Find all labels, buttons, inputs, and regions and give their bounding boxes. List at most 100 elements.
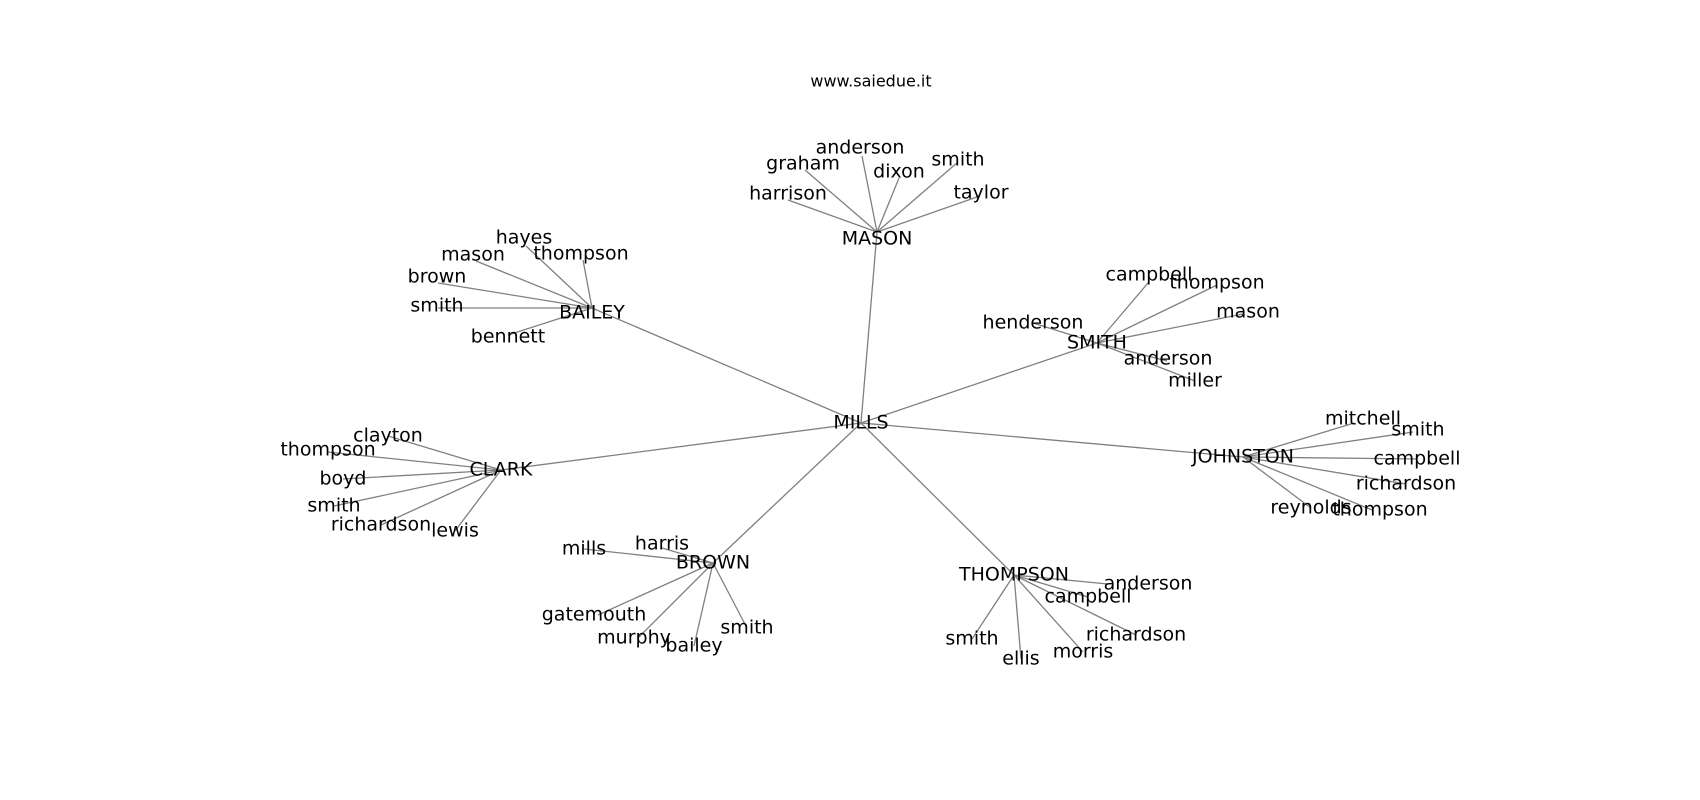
leaf-node-label: gatemouth bbox=[542, 604, 647, 626]
hub-to-leaf-edge bbox=[876, 196, 978, 233]
hub-node-label: BROWN bbox=[676, 552, 750, 574]
hub-to-leaf-edge bbox=[582, 259, 593, 309]
leaf-node-label: bailey bbox=[665, 635, 722, 657]
leaf-node-label: richardson bbox=[1086, 624, 1186, 646]
leaf-node-label: harrison bbox=[749, 183, 827, 205]
leaf-node-label: thompson bbox=[533, 243, 628, 265]
hub-to-leaf-edge bbox=[507, 307, 593, 336]
hub-node-label: SMITH bbox=[1067, 332, 1127, 354]
hub-to-leaf-edge bbox=[1013, 574, 1022, 660]
hub-to-leaf-edge bbox=[342, 469, 502, 480]
graph-edges bbox=[327, 155, 1418, 660]
hub-to-leaf-edge bbox=[1242, 422, 1355, 458]
leaf-node-label: anderson bbox=[1104, 573, 1193, 595]
leaf-node-label: smith bbox=[945, 628, 998, 650]
leaf-node-label: morris bbox=[1053, 641, 1114, 663]
hub-to-leaf-edge bbox=[327, 451, 502, 471]
hub-to-leaf-edge bbox=[525, 245, 593, 309]
leaf-node-label: taylor bbox=[953, 182, 1008, 204]
leaf-node-label: lewis bbox=[431, 520, 479, 542]
leaf-node-label: smith bbox=[931, 149, 984, 171]
hub-to-leaf-edge bbox=[861, 155, 878, 233]
root-to-hub-edge bbox=[860, 342, 1098, 424]
leaf-node-label: harris bbox=[635, 533, 689, 555]
leaf-node-label: thompson bbox=[1169, 272, 1264, 294]
hub-to-leaf-edge bbox=[971, 574, 1015, 640]
hub-to-leaf-edge bbox=[712, 562, 748, 629]
hub-to-leaf-edge bbox=[583, 548, 714, 564]
leaf-node-label: hayes bbox=[496, 227, 553, 249]
hub-node-label: MASON bbox=[842, 228, 913, 250]
root-node-label: MILLS bbox=[833, 412, 888, 434]
hub-to-leaf-edge bbox=[1096, 342, 1168, 362]
leaf-node-label: richardson bbox=[331, 514, 431, 536]
leaf-node-label: campbell bbox=[1374, 448, 1461, 470]
leaf-node-label: smith bbox=[307, 495, 360, 517]
hub-to-leaf-edge bbox=[1242, 456, 1312, 509]
hub-to-leaf-edge bbox=[380, 469, 502, 526]
hub-to-leaf-edge bbox=[1096, 282, 1149, 344]
leaf-node-label: campbell bbox=[1106, 264, 1193, 286]
hub-to-leaf-edge bbox=[454, 469, 502, 532]
root-to-hub-edge bbox=[860, 422, 1244, 458]
leaf-node-label: graham bbox=[766, 153, 840, 175]
leaf-node-label: campbell bbox=[1045, 586, 1132, 608]
hub-to-leaf-edge bbox=[1096, 342, 1196, 382]
hub-node-label: JOHNSTON bbox=[1191, 446, 1294, 468]
hub-to-leaf-edge bbox=[1096, 284, 1218, 344]
leaf-node-label: henderson bbox=[983, 312, 1084, 334]
hub-node-label: THOMPSON bbox=[958, 564, 1069, 586]
leaf-node-label: richardson bbox=[1356, 473, 1456, 495]
hub-to-leaf-edge bbox=[876, 177, 900, 233]
hub-to-leaf-edge bbox=[1242, 456, 1407, 485]
root-to-hub-edge bbox=[860, 231, 878, 424]
leaf-node-label: bennett bbox=[471, 326, 545, 348]
hub-to-leaf-edge bbox=[787, 199, 878, 233]
hub-to-leaf-edge bbox=[1013, 574, 1084, 653]
hub-to-leaf-edge bbox=[693, 562, 714, 647]
hub-to-leaf-edge bbox=[437, 282, 593, 309]
leaf-node-label: anderson bbox=[1124, 348, 1213, 370]
hub-to-leaf-edge bbox=[1242, 456, 1418, 460]
leaf-node-label: murphy bbox=[597, 627, 671, 649]
leaf-node-label: ellis bbox=[1002, 648, 1039, 670]
leaf-node-label: thompson bbox=[1332, 499, 1427, 521]
root-to-hub-edge bbox=[591, 307, 862, 424]
leaf-node-label: brown bbox=[408, 266, 467, 288]
leaf-node-label: smith bbox=[720, 617, 773, 639]
hub-to-leaf-edge bbox=[333, 469, 502, 507]
root-to-hub-edge bbox=[500, 422, 862, 471]
hub-to-leaf-edge bbox=[637, 562, 714, 639]
root-to-hub-edge bbox=[860, 422, 1015, 576]
leaf-node-label: clayton bbox=[353, 425, 423, 447]
leaf-node-label: mitchell bbox=[1325, 408, 1401, 430]
hub-to-leaf-edge bbox=[1013, 574, 1089, 598]
hub-node-label: BAILEY bbox=[559, 302, 625, 324]
hub-to-leaf-edge bbox=[876, 161, 959, 233]
hub-to-leaf-edge bbox=[1032, 322, 1098, 344]
leaf-node-label: mason bbox=[1216, 301, 1280, 323]
hub-to-leaf-edge bbox=[475, 260, 593, 309]
website-label: www.saiedue.it bbox=[810, 72, 931, 91]
leaf-node-label: thompson bbox=[280, 439, 375, 461]
hub-to-leaf-edge bbox=[387, 435, 502, 471]
leaf-node-label: smith bbox=[410, 295, 463, 317]
leaf-node-label: smith bbox=[1391, 419, 1444, 441]
hub-to-leaf-edge bbox=[1242, 431, 1414, 458]
hub-to-leaf-edge bbox=[1013, 574, 1137, 636]
leaf-node-label: miller bbox=[1168, 370, 1222, 392]
leaf-node-label: reynolds bbox=[1270, 497, 1351, 519]
hub-to-leaf-edge bbox=[661, 547, 714, 564]
hub-to-leaf-edge bbox=[1096, 313, 1244, 344]
hub-to-leaf-edge bbox=[597, 562, 714, 616]
leaf-node-label: anderson bbox=[816, 137, 905, 159]
root-to-hub-edge bbox=[712, 422, 862, 564]
leaf-node-label: boyd bbox=[320, 468, 367, 490]
hub-to-leaf-edge bbox=[1013, 574, 1109, 585]
leaf-node-label: mason bbox=[441, 244, 505, 266]
hub-to-leaf-edge bbox=[804, 169, 878, 233]
hub-node-label: CLARK bbox=[470, 459, 533, 481]
leaf-node-label: mills bbox=[562, 538, 606, 560]
